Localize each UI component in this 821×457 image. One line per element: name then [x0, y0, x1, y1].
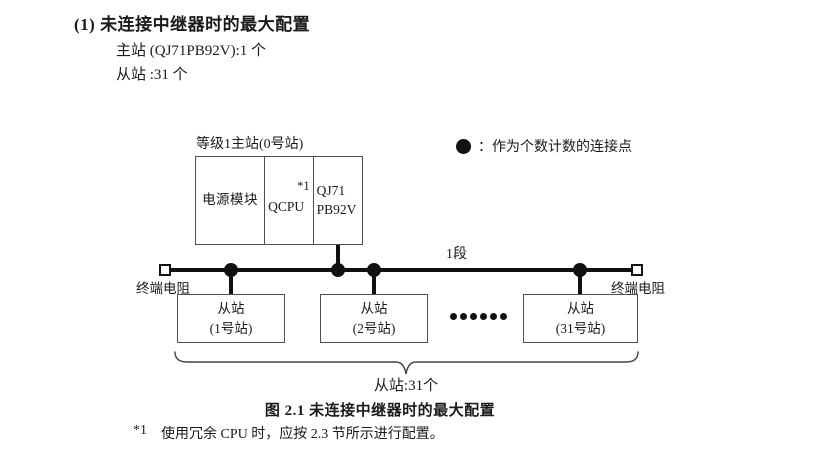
legend-separator: ：	[478, 140, 492, 155]
slave-name: 从站	[360, 300, 388, 316]
slave2-drop-line	[372, 270, 376, 296]
slave-name: 从站	[567, 300, 594, 316]
master-station-label: 等级1主站(0号站)	[196, 137, 304, 152]
slave1-drop-line	[229, 270, 233, 296]
terminator-label-right: 终端电阻	[611, 281, 665, 296]
connection-point-icon	[456, 138, 471, 154]
slave-name: 从站	[217, 300, 245, 316]
legend: ： 作为个数计数的连接点	[456, 136, 632, 156]
terminating-resistor-icon-right	[631, 264, 643, 276]
qj71-label-line2: PB92V	[316, 201, 357, 217]
qj71-label-line1: QJ71	[316, 183, 346, 199]
connection-point-icon	[367, 263, 381, 277]
slave-station-box-2: 从站 (2号站)	[320, 294, 428, 343]
slave-station-box-31: 从站 (31号站)	[523, 294, 638, 343]
page-title: (1) 未连接中继器时的最大配置	[74, 15, 311, 34]
footnote-marker: *1	[133, 423, 147, 438]
connection-point-icon	[331, 263, 345, 277]
power-module-cell: 电源模块	[196, 157, 266, 244]
slave-station-number: (2号站)	[352, 320, 396, 336]
terminator-label-left: 终端电阻	[136, 281, 190, 296]
master-station-box: 电源模块 *1 QCPU QJ71 PB92V	[195, 156, 363, 245]
legend-label: 作为个数计数的连接点	[492, 140, 632, 155]
terminating-resistor-icon-left	[159, 264, 171, 276]
figure-caption: 图 2.1 未连接中继器时的最大配置	[264, 403, 496, 419]
qcpu-cell: *1 QCPU	[265, 157, 314, 244]
master-count-line: 主站 (QJ71PB92V):1 个	[116, 43, 267, 59]
bus-line	[166, 268, 642, 272]
slaves-brace	[174, 351, 639, 375]
qj71pb92v-cell: QJ71 PB92V	[314, 157, 362, 244]
ellipsis-dots-icon	[450, 313, 507, 320]
segment-label: 1段	[446, 247, 467, 262]
slave-count-line: 从站 :31 个	[116, 67, 188, 83]
connection-point-icon	[573, 263, 587, 277]
slave-station-number: (31号站)	[555, 320, 606, 336]
master-drop-line	[336, 245, 340, 270]
slave31-drop-line	[578, 270, 582, 296]
slave-station-box-1: 从站 (1号站)	[177, 294, 285, 343]
slaves-total-label: 从站:31个	[373, 378, 439, 394]
qcpu-label: QCPU	[268, 199, 305, 215]
slave-station-number: (1号站)	[209, 320, 253, 336]
footnote-ref-marker: *1	[297, 179, 310, 193]
footnote-text: 使用冗余 CPU 时，应按 2.3 节所示进行配置。	[161, 427, 444, 442]
connection-point-icon	[224, 263, 238, 277]
